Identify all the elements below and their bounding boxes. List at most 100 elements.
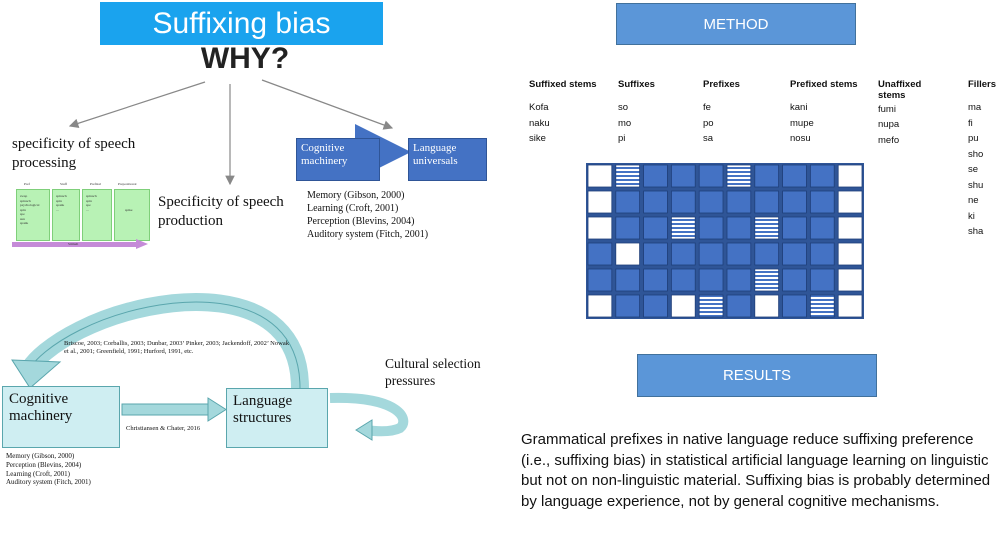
grid-cell xyxy=(837,216,863,240)
top-refs-list: Memory (Gibson, 2000) Learning (Croft, 2… xyxy=(307,189,497,241)
col-header: Suffixes xyxy=(618,79,655,90)
grid-cell xyxy=(615,190,640,214)
col-header: Prefixed stems xyxy=(790,79,858,90)
grid-cell xyxy=(837,242,863,266)
grid-cell xyxy=(643,190,668,214)
language-universals-box: Language universals xyxy=(408,138,487,181)
bottom-ref: Perception (Blevins, 2004) xyxy=(6,460,82,469)
stimulus-grid xyxy=(586,163,864,319)
title-banner: Suffixing bias xyxy=(100,2,383,45)
bottom-ref: Memory (Gibson, 2000) xyxy=(6,452,75,460)
grid-cell xyxy=(809,294,835,318)
grid-cell xyxy=(643,268,668,292)
grid-cell xyxy=(809,164,835,188)
grid-cell xyxy=(615,216,640,240)
grid-cell xyxy=(726,268,752,292)
col-suffixes: Suffixes so mo pi xyxy=(618,79,688,147)
mini-arrow-head xyxy=(136,239,148,249)
grid-cell xyxy=(671,216,696,240)
grid-cell xyxy=(754,242,780,266)
mini-label-0: Pref xyxy=(24,182,30,186)
results-text: Grammatical prefixes in native language … xyxy=(521,431,991,510)
grid-cell xyxy=(809,242,835,266)
christiansen-citation: Christiansen & Chater, 2016 xyxy=(126,425,201,432)
grid-cell xyxy=(643,294,668,318)
grid-cell xyxy=(671,268,696,292)
grid-cell xyxy=(782,190,807,214)
mini-arrow-label: Stimuli xyxy=(68,242,79,246)
cognitive-machinery-box-2: Cognitive machinery xyxy=(2,386,120,448)
grid-cell xyxy=(809,216,835,240)
grid-cell xyxy=(782,164,807,188)
feedback-arrowhead xyxy=(11,359,62,389)
bottom-refs-list: Memory (Gibson, 2000) Perception (Blevin… xyxy=(6,452,156,487)
grid-cell xyxy=(726,216,752,240)
grid-cell xyxy=(587,294,613,318)
grid-cell xyxy=(643,216,668,240)
grid-cell xyxy=(754,190,780,214)
citations-text: Briscoe, 2003; Corballis, 2003; Dunbar, … xyxy=(64,340,289,356)
cognitive-machinery-box: Cognitive machinery xyxy=(296,138,380,181)
grid-cell xyxy=(615,268,640,292)
grid-cell xyxy=(698,164,724,188)
grid-cell xyxy=(671,164,696,188)
grid-cell xyxy=(615,242,640,266)
language-structures-box: Language structures xyxy=(226,388,328,448)
feedback-curve-outline xyxy=(29,301,301,389)
col-header: Fillers xyxy=(968,79,996,90)
cog-to-struct-head xyxy=(207,397,227,422)
title-text: Suffixing bias xyxy=(152,6,331,40)
col-unaffixed-stems: Unaffixed stems fumi nupa mefo xyxy=(878,79,943,148)
mini-label-1: Stuff xyxy=(60,182,67,186)
top-ref: Perception (Blevins, 2004) xyxy=(307,216,415,227)
why-heading: WHY? xyxy=(200,42,290,75)
grid-cell xyxy=(671,190,696,214)
speech-processing-label: specificity of speech processing xyxy=(12,136,136,171)
grid-cell xyxy=(587,242,613,266)
grid-cell xyxy=(587,268,613,292)
arrow-to-processing xyxy=(68,81,206,128)
grid-cell xyxy=(698,294,724,318)
grid-cell xyxy=(698,268,724,292)
grid-cell xyxy=(671,242,696,266)
grid-cell xyxy=(726,294,752,318)
top-ref: Learning (Croft, 2001) xyxy=(307,203,399,214)
grid-cell xyxy=(754,268,780,292)
grid-cell xyxy=(754,216,780,240)
grid-cell xyxy=(782,294,807,318)
col-prefixed-stems: Prefixed stems kani mupe nosu xyxy=(790,79,875,147)
col-prefixes: Prefixes fe po sa xyxy=(703,79,773,147)
grid-cell xyxy=(643,242,668,266)
grid-cell xyxy=(754,164,780,188)
grid-cell xyxy=(809,268,835,292)
grid-cell xyxy=(587,190,613,214)
col-suffixed-stems: Suffixed stems Kofa naku sike xyxy=(529,79,614,147)
grid-cell xyxy=(782,242,807,266)
grid-cell xyxy=(671,294,696,318)
grid-cell xyxy=(837,190,863,214)
grid-cell xyxy=(643,164,668,188)
grid-cell xyxy=(726,190,752,214)
grid-cell xyxy=(615,294,640,318)
col-header: Unaffixed stems xyxy=(878,79,922,102)
col-header: Prefixes xyxy=(703,79,740,90)
grid-cell xyxy=(782,268,807,292)
col-fillers: Fillers ma fi pu sho se shu ne ki sha xyxy=(968,79,1000,240)
grid-cell xyxy=(837,294,863,318)
grid-cell xyxy=(837,164,863,188)
grid-cell xyxy=(587,216,613,240)
bottom-ref: Auditory system (Fitch, 2001) xyxy=(6,478,91,487)
grid-cell xyxy=(698,216,724,240)
mini-label-3: Prepositional xyxy=(118,182,137,186)
grid-cell xyxy=(726,242,752,266)
cultural-selection-label: Cultural selection pressures xyxy=(385,356,481,388)
speech-production-label: Specificity of speech production xyxy=(158,194,284,229)
results-header: RESULTS xyxy=(637,354,877,397)
cultural-loop-head xyxy=(355,419,373,441)
cultural-loop xyxy=(329,392,409,437)
mini-arrow-shaft xyxy=(12,242,136,247)
